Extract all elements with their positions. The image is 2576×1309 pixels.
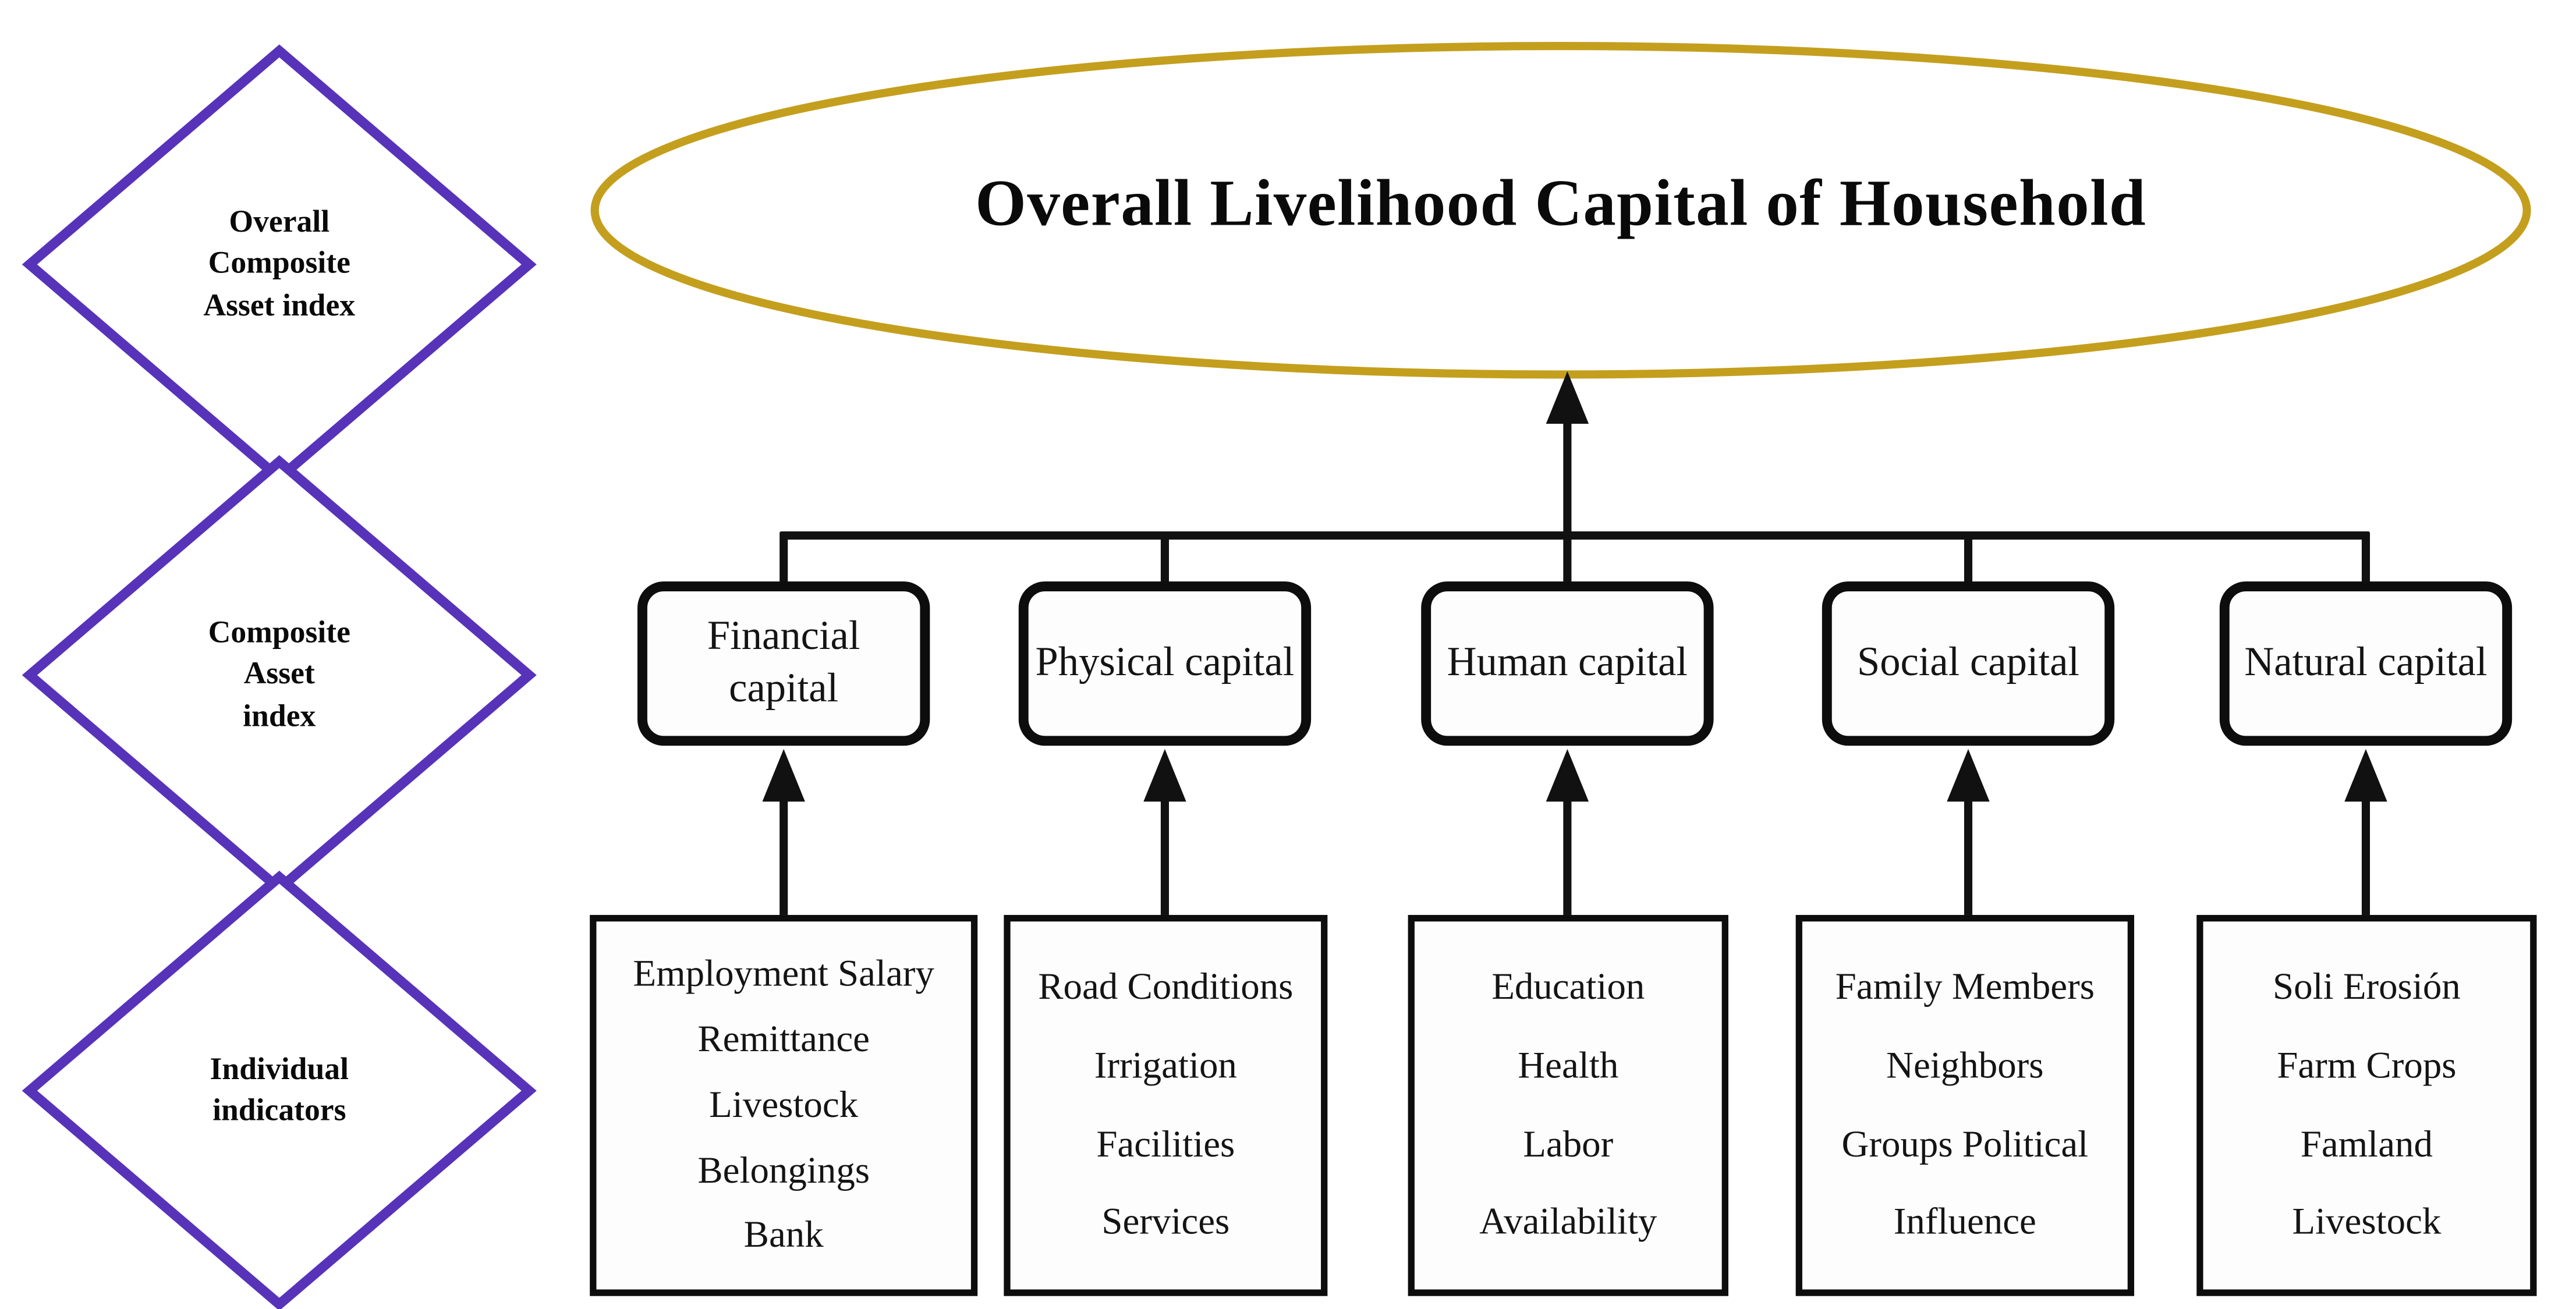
indicator-item: Livestock xyxy=(709,1083,859,1125)
label-line: Individual xyxy=(210,1052,349,1088)
arrowhead-human xyxy=(1546,748,1589,802)
box-social-indicators: Family Members Neighbors Groups Politica… xyxy=(1795,914,2135,1296)
arrowhead-natural xyxy=(2344,748,2387,802)
label-line: Asset index xyxy=(203,288,356,323)
box-social-capital: Social capital xyxy=(1822,581,2115,746)
diamond-individual-indicators xyxy=(22,870,537,1309)
indicator-item: Livestock xyxy=(2292,1201,2442,1243)
label-individual-indicators: Individual indicators xyxy=(98,1017,460,1165)
page-title: Overall Livelihood Capital of Household xyxy=(975,166,2147,240)
box-financial-capital: Financial capital xyxy=(637,581,930,746)
indicator-item: Farm Crops xyxy=(2277,1044,2457,1086)
indicator-item: Influence xyxy=(1893,1201,2036,1243)
box-natural-indicators: Soli Erosión Farm Crops Famland Livestoc… xyxy=(2196,914,2537,1296)
label-line: indicators xyxy=(212,1094,346,1129)
indicator-item: Health xyxy=(1518,1044,1619,1086)
indicator-item: Road Conditions xyxy=(1038,966,1294,1008)
arrowhead-physical xyxy=(1143,748,1186,802)
box-physical-capital: Physical capital xyxy=(1018,581,1312,746)
indicator-item: Groups Political xyxy=(1841,1123,2089,1164)
label-line: Asset xyxy=(243,658,315,693)
label-line: Composite xyxy=(208,247,350,282)
indicator-item: Family Members xyxy=(1835,966,2095,1008)
indicator-item: Labor xyxy=(1523,1123,1614,1164)
indicator-item: Education xyxy=(1491,966,1645,1008)
indicator-item: Facilities xyxy=(1096,1123,1235,1164)
indicator-item: Services xyxy=(1101,1201,1230,1243)
indicator-item: Irrigation xyxy=(1094,1044,1237,1086)
label-line: Composite xyxy=(208,616,350,651)
ellipse-overall-livelihood-capital xyxy=(590,41,2531,379)
box-human-capital: Human capital xyxy=(1421,581,1714,746)
arrowhead-to-ellipse xyxy=(1546,371,1589,424)
label-overall-composite-asset-index: Overall Composite Asset index xyxy=(98,190,460,338)
box-human-indicators: Education Health Labor Availability xyxy=(1408,914,1728,1296)
box-financial-indicators: Employment Salary Remittance Livestock B… xyxy=(590,914,978,1296)
arrowhead-social xyxy=(1947,748,1990,802)
label-composite-asset-index: Composite Asset index xyxy=(98,601,460,749)
indicator-item: Soli Erosión xyxy=(2272,966,2461,1008)
box-physical-indicators: Road Conditions Irrigation Facilities Se… xyxy=(1004,914,1328,1296)
indicator-item: Remittance xyxy=(697,1018,870,1060)
box-natural-capital: Natural capital xyxy=(2219,581,2513,746)
indicator-item: Famland xyxy=(2300,1123,2433,1164)
indicator-item: Neighbors xyxy=(1886,1044,2044,1086)
indicator-item: Belongings xyxy=(697,1149,870,1190)
indicator-item: Availability xyxy=(1479,1201,1657,1243)
indicator-item: Bank xyxy=(743,1214,824,1255)
label-line: index xyxy=(243,698,316,734)
indicator-item: Employment Salary xyxy=(633,953,934,995)
label-line: Overall xyxy=(229,205,330,241)
arrowhead-financial xyxy=(762,748,805,802)
